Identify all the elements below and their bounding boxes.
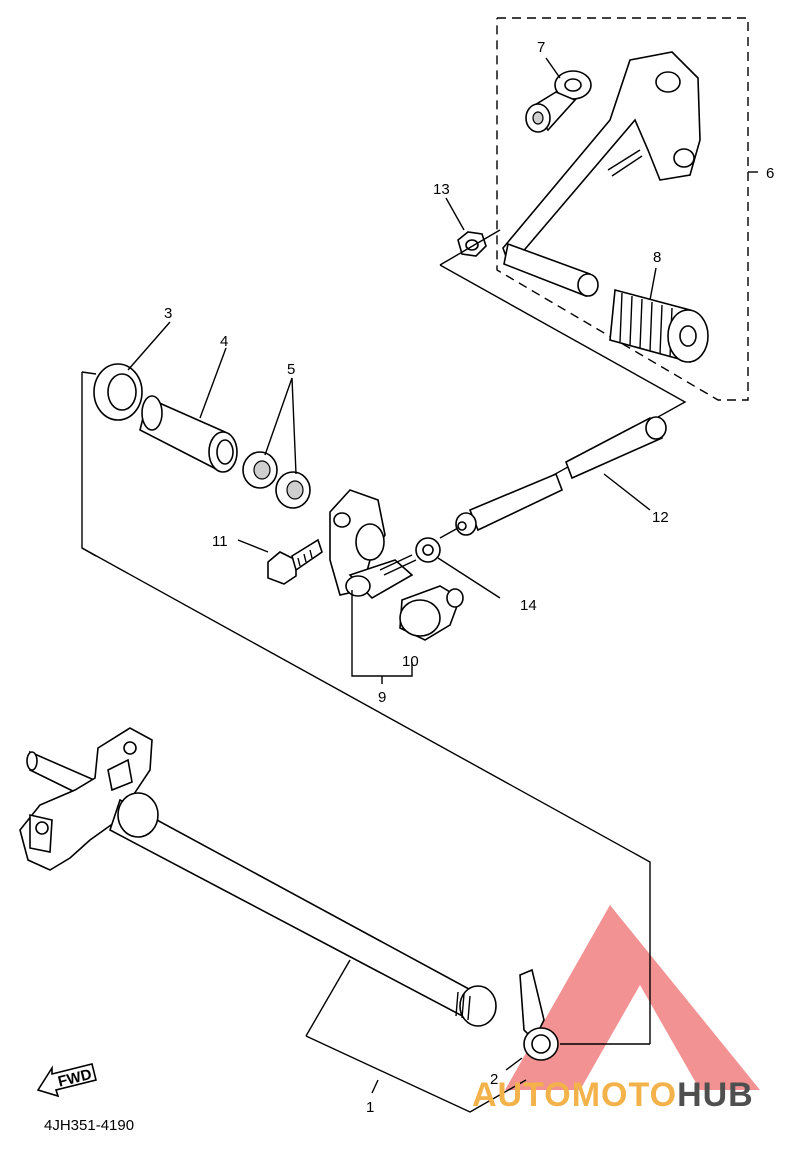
callout-14: 14 — [520, 597, 537, 614]
callout-1: 1 — [366, 1099, 374, 1116]
callout-6: 6 — [766, 165, 774, 182]
part-3-oil-seal — [93, 363, 143, 421]
part-8-rubber — [609, 288, 709, 364]
fwd-arrow-icon: FWD — [36, 1063, 97, 1098]
part-12-shift-rod — [455, 416, 667, 536]
callout-3: 3 — [164, 305, 172, 322]
part-11-bolt — [267, 538, 323, 585]
part-5-bearings — [242, 451, 311, 509]
callout-9: 9 — [378, 689, 386, 706]
part-2-spring — [519, 968, 559, 1061]
watermark-triangle-icon — [505, 905, 760, 1090]
callout-10: 10 — [402, 653, 419, 670]
part-7-collar — [525, 70, 592, 133]
watermark-text: AUTOMOTOHUB — [472, 1076, 754, 1115]
callout-4: 4 — [220, 333, 228, 350]
part-1-shift-shaft — [19, 727, 497, 1027]
callout-8: 8 — [653, 249, 661, 266]
part-14-washer — [415, 537, 441, 563]
callout-7: 7 — [537, 39, 545, 56]
watermark-part1: AUTOMOTO — [472, 1076, 678, 1114]
assembly-6-dashed-outline — [496, 17, 749, 401]
callout-12: 12 — [652, 509, 669, 526]
callout-2: 2 — [490, 1071, 498, 1088]
drawing-code: 4JH351-4190 — [44, 1117, 135, 1134]
part-6-shift-pedal — [502, 51, 701, 298]
fwd-label: FWD — [56, 1066, 93, 1091]
callout-5: 5 — [287, 361, 295, 378]
callout-13: 13 — [433, 181, 450, 198]
part-4-collar — [139, 395, 238, 473]
part-10-cover — [399, 585, 464, 641]
part-9-shift-arm — [329, 489, 417, 600]
watermark-part2: HUB — [677, 1076, 754, 1114]
callout-11: 11 — [212, 533, 228, 550]
